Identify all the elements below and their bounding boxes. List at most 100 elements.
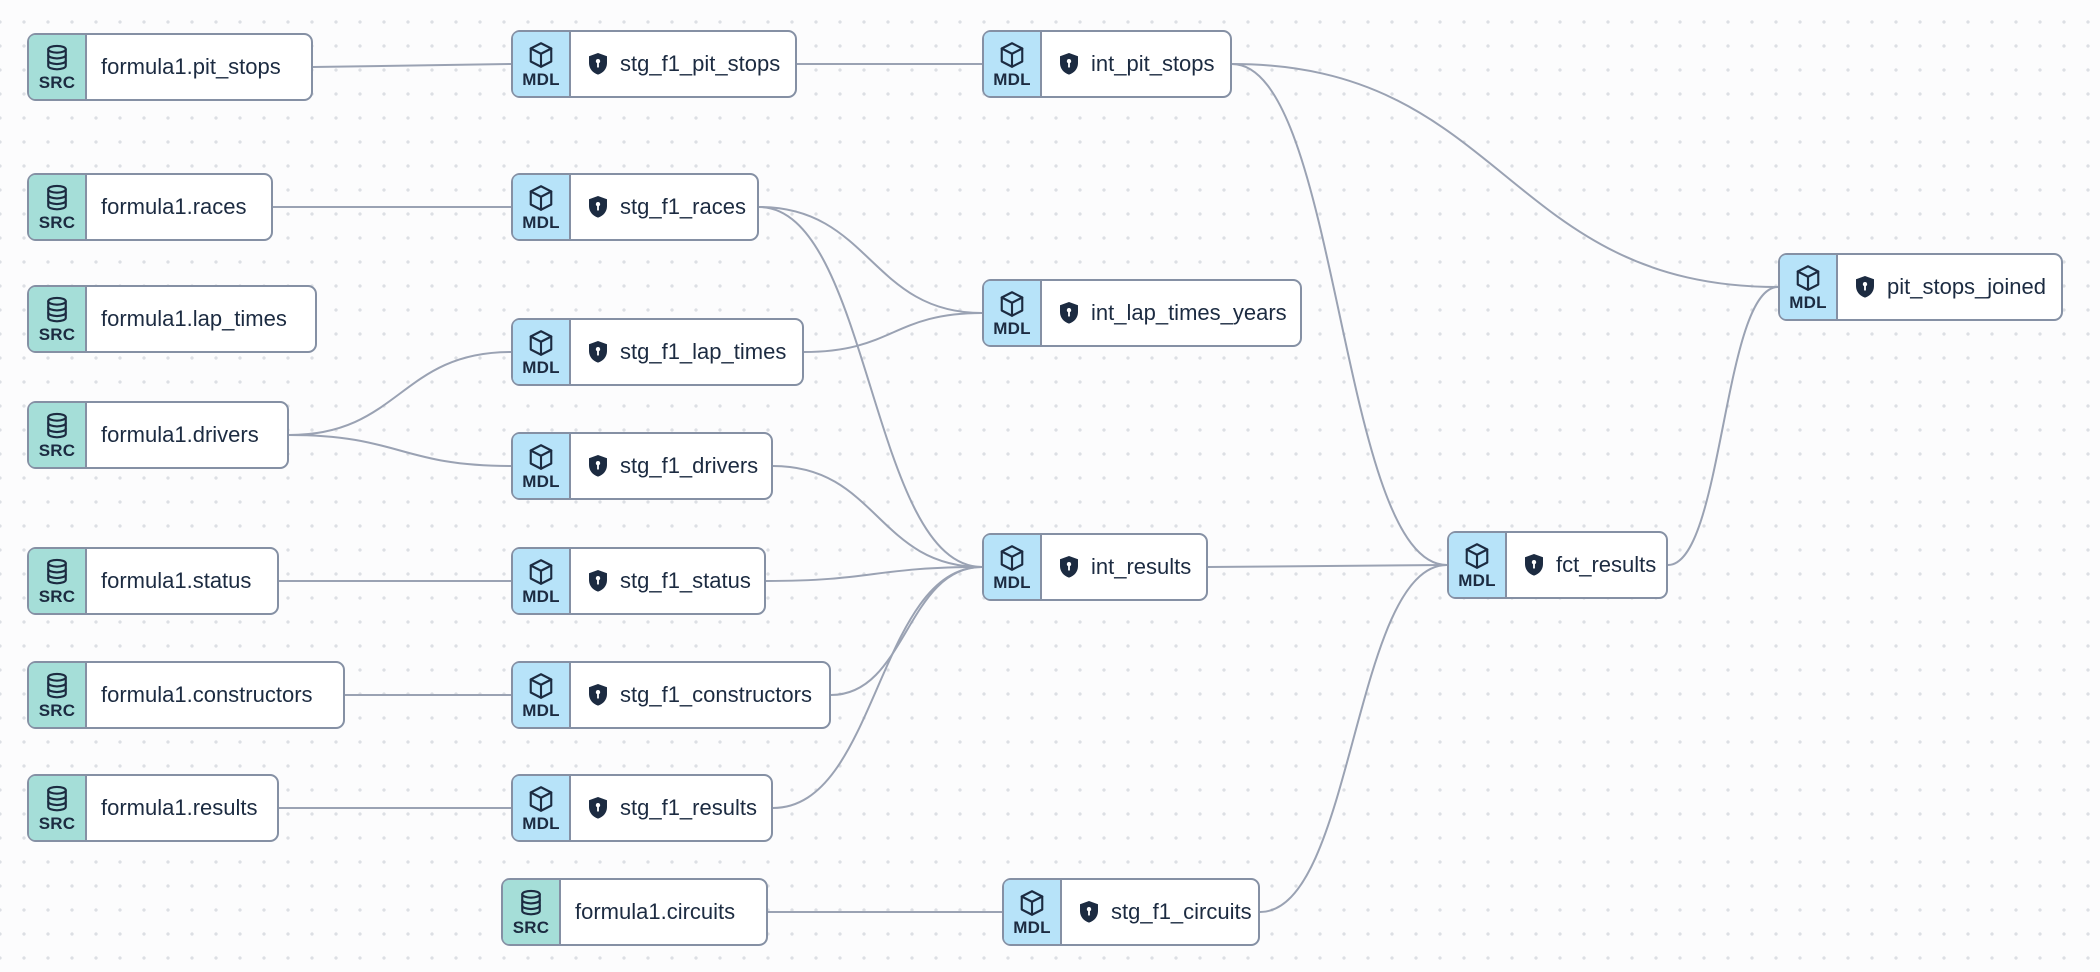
shield-lock-icon	[589, 195, 607, 218]
model-type-badge: MDL	[513, 776, 571, 840]
source-type-badge: SRC	[29, 287, 87, 351]
model-type-badge: MDL	[1004, 880, 1062, 944]
badge-label: MDL	[522, 700, 560, 720]
shield-lock-icon	[1060, 301, 1078, 324]
edge-src_drivers-to-stg_lap_times	[288, 351, 512, 436]
lineage-node-stg_f1_status[interactable]: MDL stg_f1_status	[511, 547, 766, 615]
badge-label: MDL	[1458, 570, 1496, 590]
node-name: formula1.status	[101, 568, 252, 593]
source-type-badge: SRC	[29, 776, 87, 840]
lineage-node-stg_f1_races[interactable]: MDL stg_f1_races	[511, 173, 759, 241]
database-icon	[521, 889, 541, 915]
node-name: stg_f1_pit_stops	[620, 51, 781, 76]
model-type-badge: MDL	[513, 175, 571, 239]
source-type-badge: SRC	[29, 549, 87, 613]
lineage-node-pit_stops_joined[interactable]: MDL pit_stops_joined	[1778, 253, 2063, 321]
badge-label: SRC	[38, 813, 76, 833]
edge-stg_races-to-int_results	[758, 206, 983, 568]
cube-icon	[1000, 41, 1024, 68]
database-icon	[47, 558, 67, 584]
node-label: int_lap_times_years	[1042, 281, 1300, 345]
lineage-node-formula1.circuits[interactable]: SRC formula1.circuits	[501, 878, 768, 946]
cube-icon	[1020, 889, 1044, 916]
node-name: stg_f1_lap_times	[620, 339, 787, 364]
node-name: pit_stops_joined	[1887, 274, 2047, 299]
edge-stg_status-to-int_results	[765, 566, 983, 582]
lineage-node-int_lap_times_years[interactable]: MDL int_lap_times_years	[982, 279, 1302, 347]
node-name: stg_f1_status	[620, 568, 751, 593]
node-name: stg_f1_circuits	[1111, 899, 1252, 924]
edge-int_pit_stops-to-pit_stops_joined	[1231, 63, 1779, 288]
model-type-badge: MDL	[984, 281, 1042, 345]
node-label: formula1.races	[87, 175, 271, 239]
cube-icon	[1465, 542, 1489, 569]
cube-icon	[1796, 264, 1820, 291]
shield-lock-icon	[589, 340, 607, 363]
node-name: formula1.pit_stops	[101, 54, 281, 79]
node-label: formula1.circuits	[561, 880, 766, 944]
edge-stg_results-to-int_results	[772, 566, 983, 809]
shield-lock-icon	[1080, 900, 1098, 923]
edge-stg_constructors-to-int_results	[830, 566, 983, 696]
badge-label: MDL	[522, 357, 560, 377]
lineage-node-int_pit_stops[interactable]: MDL int_pit_stops	[982, 30, 1232, 98]
lineage-node-stg_f1_circuits[interactable]: MDL stg_f1_circuits	[1002, 878, 1260, 946]
lineage-node-formula1.status[interactable]: SRC formula1.status	[27, 547, 279, 615]
node-label: formula1.results	[87, 776, 277, 840]
edge-stg_drivers-to-int_results	[772, 465, 983, 568]
shield-lock-icon	[1060, 52, 1078, 75]
lineage-node-formula1.results[interactable]: SRC formula1.results	[27, 774, 279, 842]
model-type-badge: MDL	[984, 32, 1042, 96]
database-icon	[47, 672, 67, 698]
lineage-node-formula1.pit_stops[interactable]: SRC formula1.pit_stops	[27, 33, 313, 101]
lineage-node-stg_f1_pit_stops[interactable]: MDL stg_f1_pit_stops	[511, 30, 797, 98]
badge-label: MDL	[993, 572, 1031, 592]
edge-int_pit_stops-to-fct_results	[1231, 63, 1448, 566]
node-name: int_pit_stops	[1091, 51, 1215, 76]
badge-label: SRC	[512, 917, 550, 937]
node-label: int_pit_stops	[1042, 32, 1230, 96]
shield-lock-icon	[1856, 275, 1874, 298]
badge-label: SRC	[38, 72, 76, 92]
cube-icon	[529, 329, 553, 356]
model-type-badge: MDL	[984, 535, 1042, 599]
badge-label: MDL	[522, 69, 560, 89]
node-label: stg_f1_drivers	[571, 434, 771, 498]
badge-label: MDL	[993, 318, 1031, 338]
node-label: stg_f1_races	[571, 175, 757, 239]
lineage-node-stg_f1_lap_times[interactable]: MDL stg_f1_lap_times	[511, 318, 804, 386]
database-icon	[47, 296, 67, 322]
cube-icon	[529, 184, 553, 211]
node-label: formula1.pit_stops	[87, 35, 311, 99]
shield-lock-icon	[589, 569, 607, 592]
node-name: formula1.constructors	[101, 682, 313, 707]
edge-stg_races-to-int_lap_times_years	[758, 206, 983, 314]
node-name: stg_f1_races	[620, 194, 746, 219]
model-type-badge: MDL	[1449, 533, 1507, 597]
shield-lock-icon	[589, 796, 607, 819]
node-label: formula1.drivers	[87, 403, 287, 467]
node-label: stg_f1_pit_stops	[571, 32, 795, 96]
badge-label: MDL	[1789, 292, 1827, 312]
node-label: stg_f1_status	[571, 549, 764, 613]
node-name: stg_f1_drivers	[620, 453, 759, 478]
edge-stg_lap_times-to-int_lap_times_years	[803, 312, 983, 353]
database-icon	[47, 785, 67, 811]
edge-src_drivers-to-stg_drivers	[288, 434, 512, 467]
badge-label: MDL	[1013, 917, 1051, 937]
cube-icon	[529, 443, 553, 470]
shield-lock-icon	[1060, 555, 1078, 578]
badge-label: MDL	[522, 586, 560, 606]
model-type-badge: MDL	[513, 663, 571, 727]
